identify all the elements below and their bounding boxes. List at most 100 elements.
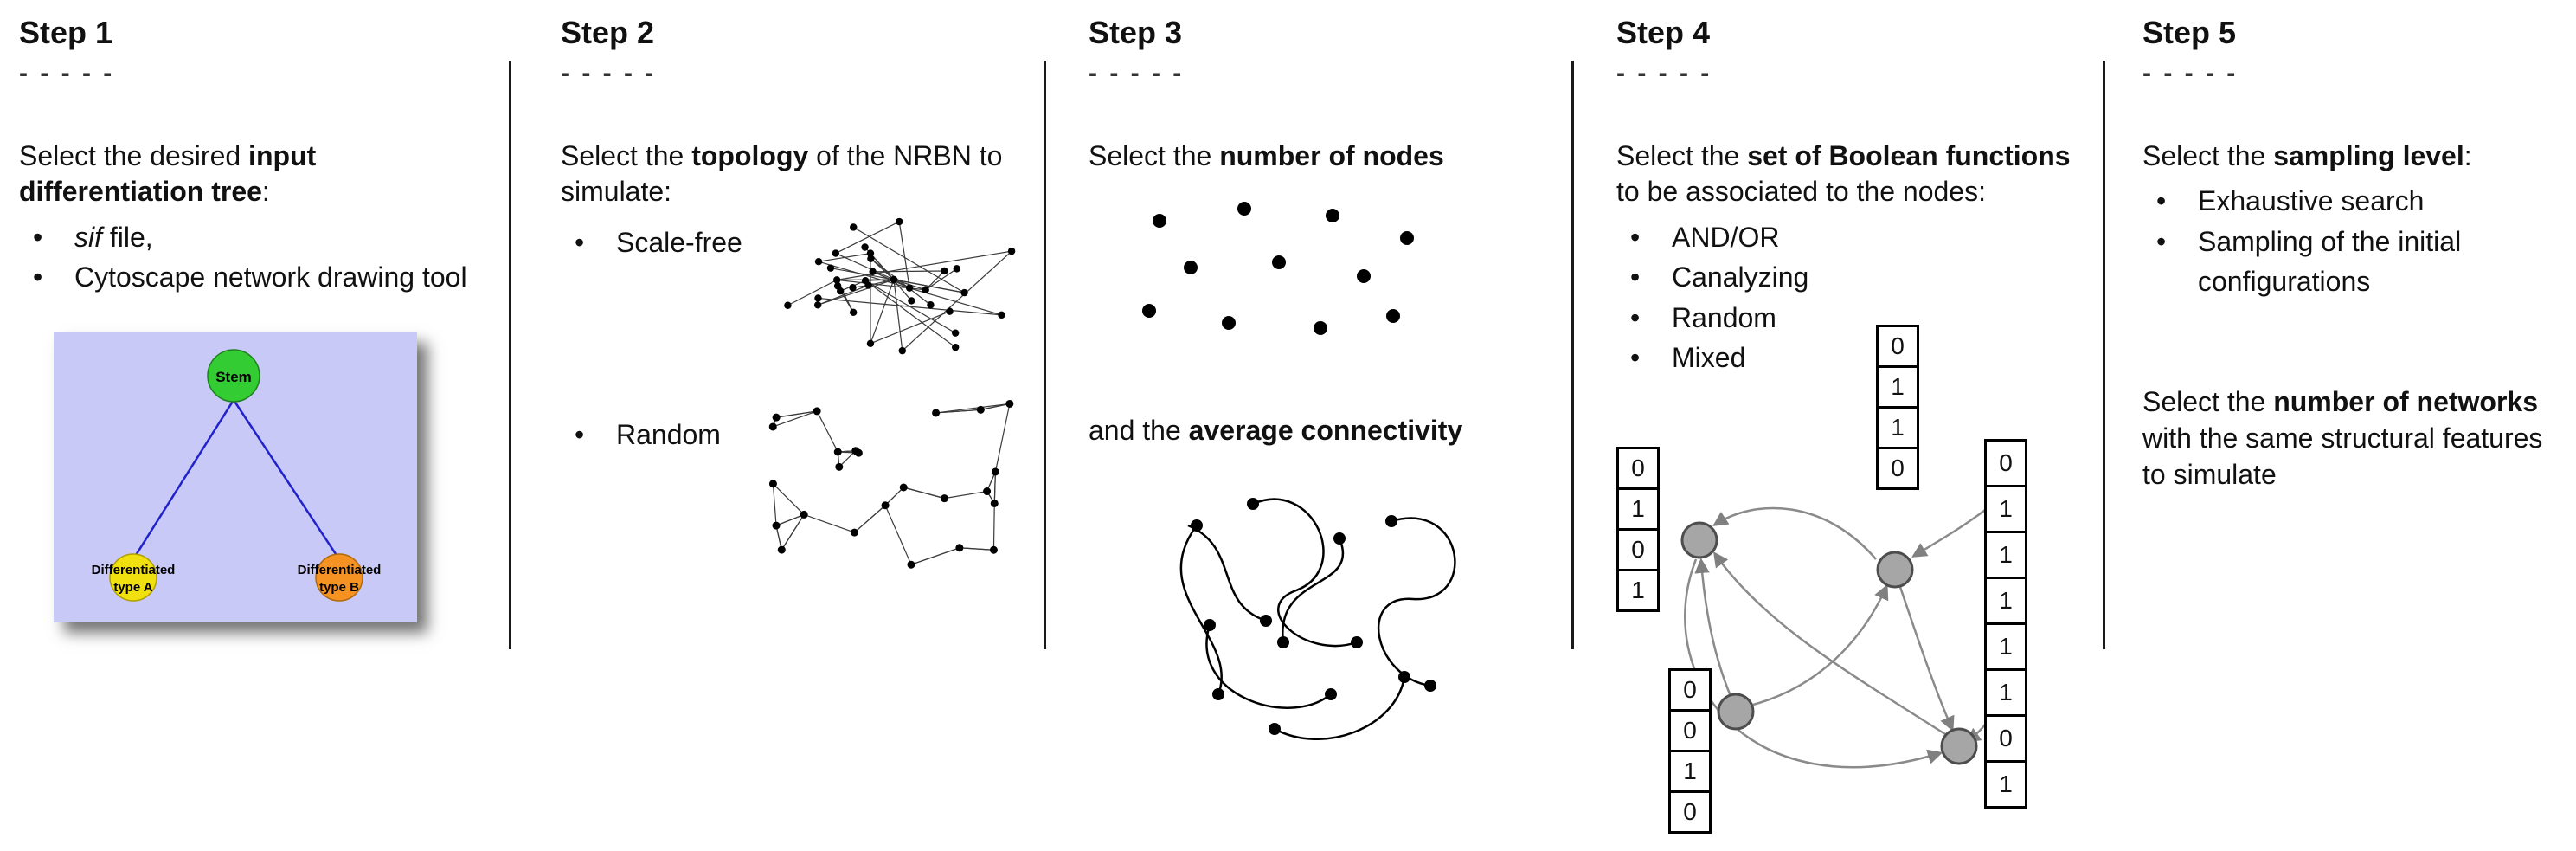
scale-free-row: Scale-free	[561, 217, 1032, 385]
step-1-column: Step 1 - - - - - Select the desired inpu…	[19, 16, 497, 627]
type-b-label-line2: type B	[319, 580, 359, 595]
truth-table-cell: 1	[1668, 750, 1712, 793]
step-5-instruction-1: Select the sampling level:	[2142, 139, 2571, 175]
step-1-text-pre: Select the desired	[19, 139, 249, 171]
truth-table-cell: 1	[1616, 569, 1660, 612]
scale-free-label: Scale-free	[616, 226, 742, 258]
column-divider-4	[2103, 61, 2105, 649]
step-5-bullet-list: Exhaustive search Sampling of the initia…	[2142, 181, 2571, 301]
type-b-node	[315, 552, 363, 602]
exhaustive-label: Exhaustive search	[2198, 185, 2425, 217]
step-1-dashes: - - - - -	[19, 58, 115, 87]
type-a-label-line1: Differentiated	[92, 563, 176, 577]
step-4-dashes: - - - - -	[1616, 58, 1712, 87]
cytoscape-text: Cytoscape network drawing tool	[74, 261, 467, 293]
mixed-label: Mixed	[1672, 341, 1746, 373]
truth-table-cell: 1	[1984, 577, 2027, 625]
truth-table-cell: 0	[1668, 709, 1712, 752]
truth-table-cell: 0	[1876, 447, 1919, 490]
bullet-exhaustive: Exhaustive search	[2142, 181, 2571, 222]
nodes-dots-illustration	[1142, 202, 1414, 336]
step-1-instruction: Select the desired input differentiation…	[19, 139, 497, 210]
step-1-bullet-list: sif file, Cytoscape network drawing tool	[19, 217, 497, 298]
type-a-label-line2: type A	[113, 580, 152, 595]
step-4-bullet-list: AND/OR Canalyzing Random Mixed	[1616, 217, 2094, 378]
random-network-illustration	[768, 399, 1014, 569]
step-3-instruction-2: and the average connectivity	[1089, 413, 1563, 449]
step-1-title: Step 1	[19, 15, 113, 50]
step-4-column: Step 4 - - - - - Select the set of Boole…	[1616, 15, 2094, 834]
truth-table-bottom: 0 0 1 0	[1668, 668, 1712, 834]
truth-table-cell: 0	[1876, 325, 1919, 368]
step-3-text2-pre: and the	[1089, 415, 1189, 447]
step-1-text-bold: input differentiation tree	[19, 139, 317, 208]
truth-table-cell: 0	[1616, 528, 1660, 571]
step-2-text-post: of the NRBN to simulate:	[561, 139, 1003, 208]
step-5-column: Step 5 - - - - - Select the sampling lev…	[2142, 16, 2571, 500]
truth-table-cell: 1	[1876, 406, 1919, 449]
step-3-text-bold: number of nodes	[1219, 139, 1444, 171]
step-5-text2-bold: number of networks	[2273, 386, 2539, 418]
step-4-title: Step 4	[1616, 15, 1711, 50]
stem-node	[207, 348, 260, 403]
type-a-node	[109, 552, 157, 602]
truth-table-cell: 1	[1876, 365, 1919, 409]
step-4-text-pre: Select the	[1616, 139, 1748, 171]
step-5-text-bold: sampling level	[2273, 139, 2464, 171]
bullet-cytoscape: Cytoscape network drawing tool	[19, 257, 497, 298]
column-divider-2	[1044, 61, 1046, 649]
truth-table-cell: 1	[1984, 531, 2027, 579]
bullet-canalyzing: Canalyzing	[1616, 257, 2094, 298]
step-3-title: Step 3	[1089, 15, 1183, 50]
truth-table-right: 0 1 1 1 1 1 0 1	[1984, 439, 2027, 809]
bullet-random: Random	[561, 415, 721, 455]
step-5-text2-pre: Select the	[2142, 386, 2274, 418]
column-divider-1	[509, 61, 511, 649]
bool-node-d	[1940, 727, 1978, 765]
bullet-sampling: Sampling of the initial configurations	[2142, 222, 2571, 302]
step-5-text-post: :	[2464, 139, 2472, 171]
step-5-text-pre: Select the	[2142, 139, 2274, 171]
truth-table-cell: 1	[1984, 622, 2027, 671]
connectivity-tangle-illustration	[1179, 497, 1456, 740]
truth-table-cell: 0	[1984, 714, 2027, 763]
step-2-text-pre: Select the	[561, 139, 692, 171]
and-or-label: AND/OR	[1672, 221, 1780, 253]
differentiation-tree-svg: Stem Differentiated type A Differentiate…	[54, 332, 417, 622]
truth-table-left: 0 1 0 1	[1616, 447, 1660, 612]
column-divider-3	[1571, 61, 1574, 649]
step-2-instruction: Select the topology of the NRBN to simul…	[561, 139, 1032, 210]
truth-table-cell: 1	[1984, 485, 2027, 533]
step-2-text-bold: topology	[691, 139, 809, 171]
step-2-dashes: - - - - -	[561, 58, 657, 87]
step-2-column: Step 2 - - - - - Select the topology of …	[561, 16, 1032, 583]
step-5-dashes: - - - - -	[2142, 58, 2239, 87]
truth-table-cell: 1	[1616, 487, 1660, 531]
step-1-text-post: :	[261, 176, 270, 208]
step-3-instruction-1: Select the number of nodes	[1089, 139, 1563, 175]
bullet-mixed: Mixed	[1616, 338, 2094, 378]
step-3-column: Step 3 - - - - - Select the number of no…	[1089, 16, 1563, 759]
stem-label: Stem	[215, 369, 252, 385]
step-4-text-post: to be associated to the nodes:	[1616, 176, 1986, 208]
random-row: Random	[561, 399, 1032, 583]
step-2-title: Step 2	[561, 15, 655, 50]
step-5-instruction-2: Select the number of networks with the s…	[2142, 384, 2571, 493]
canalyzing-label: Canalyzing	[1672, 261, 1809, 293]
step-5-title: Step 5	[2142, 15, 2237, 50]
step-4-instruction: Select the set of Boolean functions to b…	[1616, 139, 2094, 210]
truth-table-cell: 0	[1984, 439, 2027, 487]
bullet-scale-free: Scale-free	[561, 222, 742, 263]
truth-table-cell: 1	[1984, 760, 2027, 809]
bool-node-b	[1876, 551, 1914, 589]
bullet-sif-file: sif file,	[19, 217, 497, 258]
scale-free-network-illustration	[784, 217, 1016, 355]
step-3-dashes: - - - - -	[1089, 58, 1185, 87]
step-3-text-pre: Select the	[1089, 139, 1220, 171]
bullet-random-fn: Random	[1616, 298, 2094, 338]
random-fn-label: Random	[1672, 301, 1776, 333]
bullet-and-or: AND/OR	[1616, 217, 2094, 258]
bool-node-a	[1680, 521, 1718, 559]
differentiation-tree-figure: Stem Differentiated type A Differentiate…	[54, 332, 417, 622]
